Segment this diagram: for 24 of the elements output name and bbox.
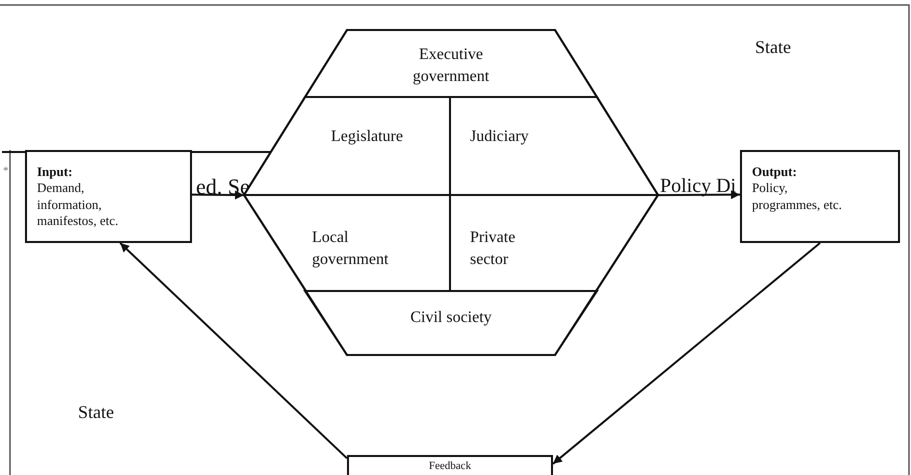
segment-label: Judiciary	[470, 127, 529, 148]
segment-label: Local government	[312, 228, 390, 270]
box-heading: Output:	[752, 164, 797, 180]
text-label: State	[78, 403, 114, 421]
text-label: *	[3, 166, 8, 177]
box-text: Policy, programmes, etc.	[752, 180, 843, 213]
text-label: Policy Di	[660, 176, 736, 196]
text-box	[25, 150, 192, 243]
text-box	[347, 455, 553, 475]
box-text: Feedback	[428, 460, 472, 474]
arrow	[552, 242, 821, 465]
text-box	[740, 150, 900, 243]
segment-label: Private sector	[470, 228, 516, 270]
arrow	[120, 242, 348, 460]
hexagon-segment	[305, 30, 597, 97]
segment-label: Civil society	[410, 308, 492, 328]
box-text: Demand, information, manifestos, etc.	[37, 180, 120, 229]
hexagon-segment	[305, 291, 597, 355]
text-label: State	[755, 38, 791, 56]
arrow	[658, 190, 740, 200]
segment-label: Legislature	[331, 127, 403, 148]
box-heading: Input:	[37, 164, 72, 180]
arrow	[192, 190, 244, 200]
segment-label: Executive government	[412, 44, 490, 86]
